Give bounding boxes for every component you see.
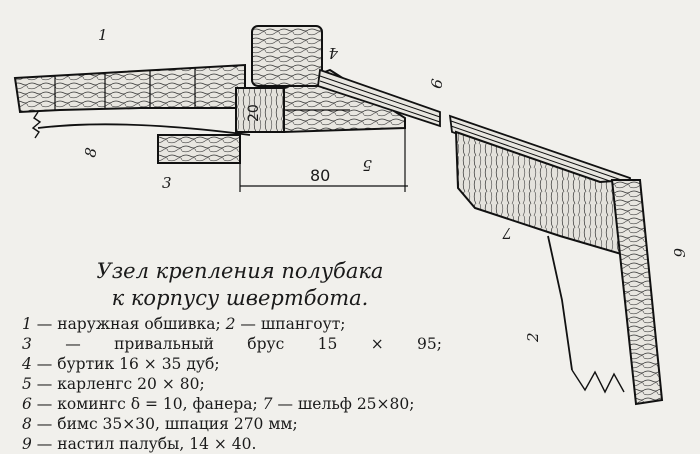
part-label-3: 3 xyxy=(162,174,172,192)
parts-legend: 1 — наружная обшивка; 2 — шпангоут; 3 — … xyxy=(22,314,442,454)
legend-item: 2 — шпангоут; xyxy=(225,315,346,333)
legend-item: 6 — комингс δ = 10, фанера; xyxy=(22,395,258,413)
legend-item: 1 — наружная обшивка; xyxy=(22,315,221,333)
figure-caption: Узел крепления полубака к корпусу швертб… xyxy=(40,258,440,312)
part-label-5: 5 xyxy=(362,156,372,174)
frame-right xyxy=(547,235,573,371)
part-label-9: 9 xyxy=(426,77,445,90)
part-label-8: 8 xyxy=(81,146,100,159)
plank-line xyxy=(450,125,631,189)
beam-end-break xyxy=(31,111,42,139)
plank-line xyxy=(319,75,441,118)
legend-item: 4 — буртик 16 × 35 дуб; xyxy=(22,355,220,373)
dimension-20: 20 xyxy=(246,104,262,122)
part-label-6: 6 xyxy=(670,248,688,258)
legend-item: 9 — настил палубы, 14 × 40. xyxy=(22,435,257,453)
frame-break xyxy=(571,369,625,394)
legend-item: 8 — бимс 35×30, шпация 270 мм; xyxy=(22,415,298,433)
caption-line-2: к корпусу швертбота. xyxy=(111,286,369,310)
part-label-2: 2 xyxy=(524,332,542,343)
part-label-1: 1 xyxy=(98,26,108,44)
shelf-hull-block xyxy=(454,130,629,258)
legend-item: 7 — шельф 25×80; xyxy=(262,395,415,413)
legend-item: 5 — карленгс 20 × 80; xyxy=(22,375,205,393)
side-plating xyxy=(610,179,664,406)
part-label-7: 7 xyxy=(502,224,512,242)
outer-plating-left xyxy=(13,63,246,114)
legend-item: 3 — привальный брус 15 × 95; xyxy=(22,335,442,353)
plank-line xyxy=(450,120,631,184)
caption-line-1: Узел крепления полубака xyxy=(96,259,384,283)
beam-curve xyxy=(37,123,251,136)
coaming-top xyxy=(251,25,323,87)
joint-drawing: 80 20 1 8 3 4 5 9 7 6 2 xyxy=(13,25,688,406)
shelf-block xyxy=(157,134,241,164)
part-label-4: 4 xyxy=(328,44,339,62)
plank-line xyxy=(319,80,441,123)
dimension-80: 80 xyxy=(310,166,330,185)
